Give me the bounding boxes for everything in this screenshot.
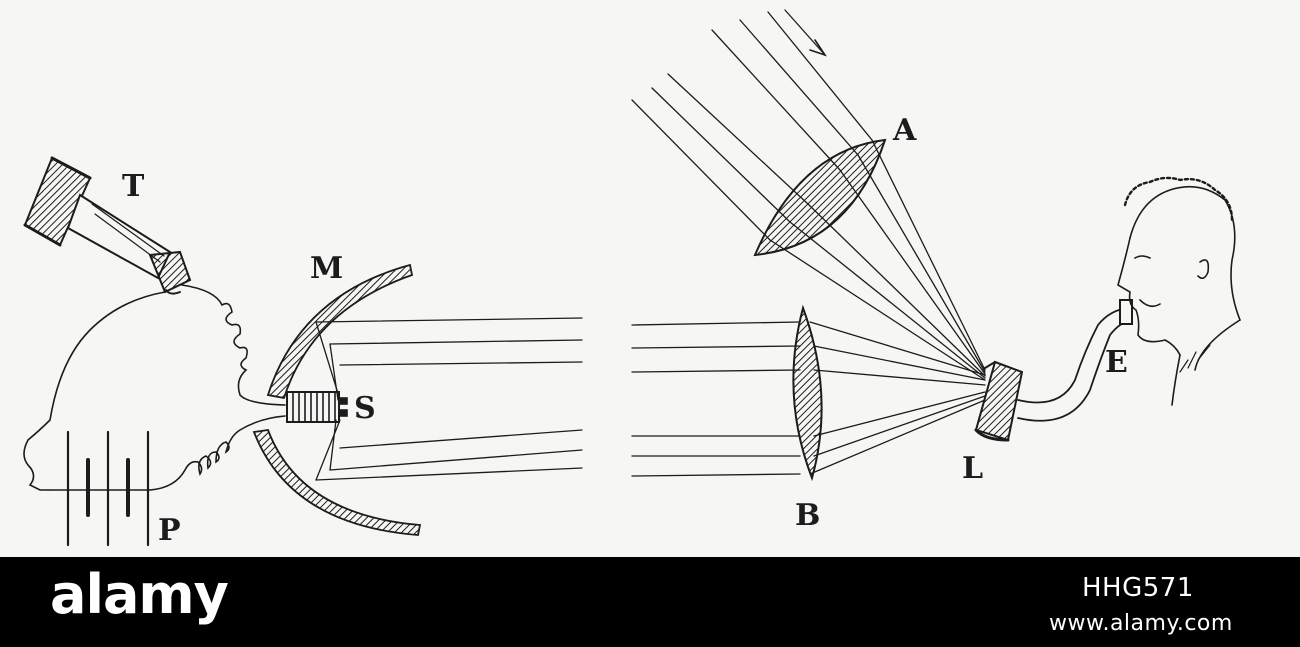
lens-b — [792, 304, 823, 482]
parabolic-mirror — [252, 263, 422, 536]
battery-icon — [47, 430, 151, 547]
label-t: T — [122, 169, 145, 204]
sun-rays — [631, 9, 986, 381]
telephone-receiver-icon — [23, 156, 192, 295]
listener-head-icon — [1117, 176, 1241, 406]
image-id: HHG571 — [1082, 573, 1194, 603]
photophone-illustration: T M S P A B L E — [23, 9, 1241, 548]
telephone-wires — [23, 284, 286, 491]
selenium-cell — [286, 391, 348, 423]
label-a: A — [892, 113, 917, 148]
label-s: S — [354, 391, 376, 426]
light-beams-right — [631, 321, 986, 477]
label-l: L — [962, 451, 983, 486]
label-e: E — [1105, 345, 1128, 380]
watermark-footer: alamy HHG571 www.alamy.com — [0, 557, 1300, 647]
lens-a — [753, 138, 887, 257]
label-p: P — [158, 513, 181, 548]
label-m: M — [310, 251, 343, 286]
brand-logo[interactable]: alamy — [50, 563, 229, 626]
hearing-tube — [1017, 299, 1133, 422]
diagram-svg: T M S P A B L E — [23, 9, 1241, 548]
receiver-disc — [974, 360, 1024, 442]
site-url[interactable]: www.alamy.com — [1049, 611, 1233, 636]
label-b: B — [795, 498, 820, 533]
light-beams-left — [315, 317, 583, 481]
